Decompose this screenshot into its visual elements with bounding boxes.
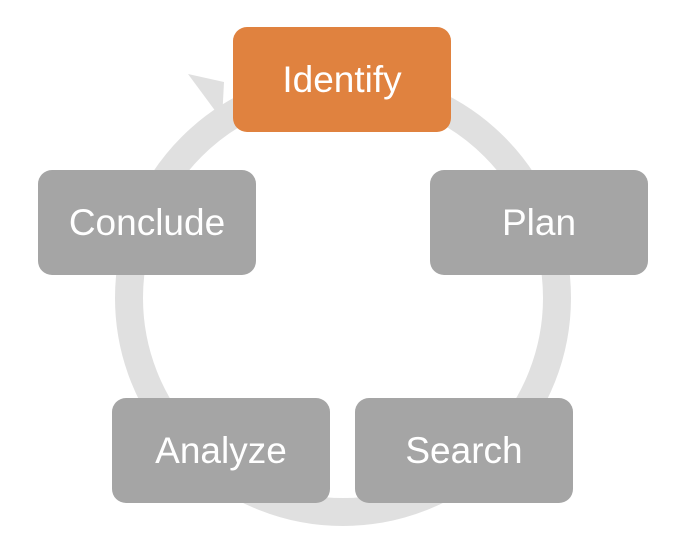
step-identify[interactable]: Identify [233,27,451,132]
step-label: Search [405,429,523,471]
step-label: Analyze [155,429,287,471]
arrowhead-icon [188,74,224,120]
step-search[interactable]: Search [355,398,573,503]
step-label: Identify [282,58,402,100]
step-label: Conclude [68,201,226,243]
step-label: Plan [501,201,577,243]
step-plan[interactable]: Plan [430,170,648,275]
step-conclude[interactable]: Conclude [38,170,256,275]
step-analyze[interactable]: Analyze [112,398,330,503]
